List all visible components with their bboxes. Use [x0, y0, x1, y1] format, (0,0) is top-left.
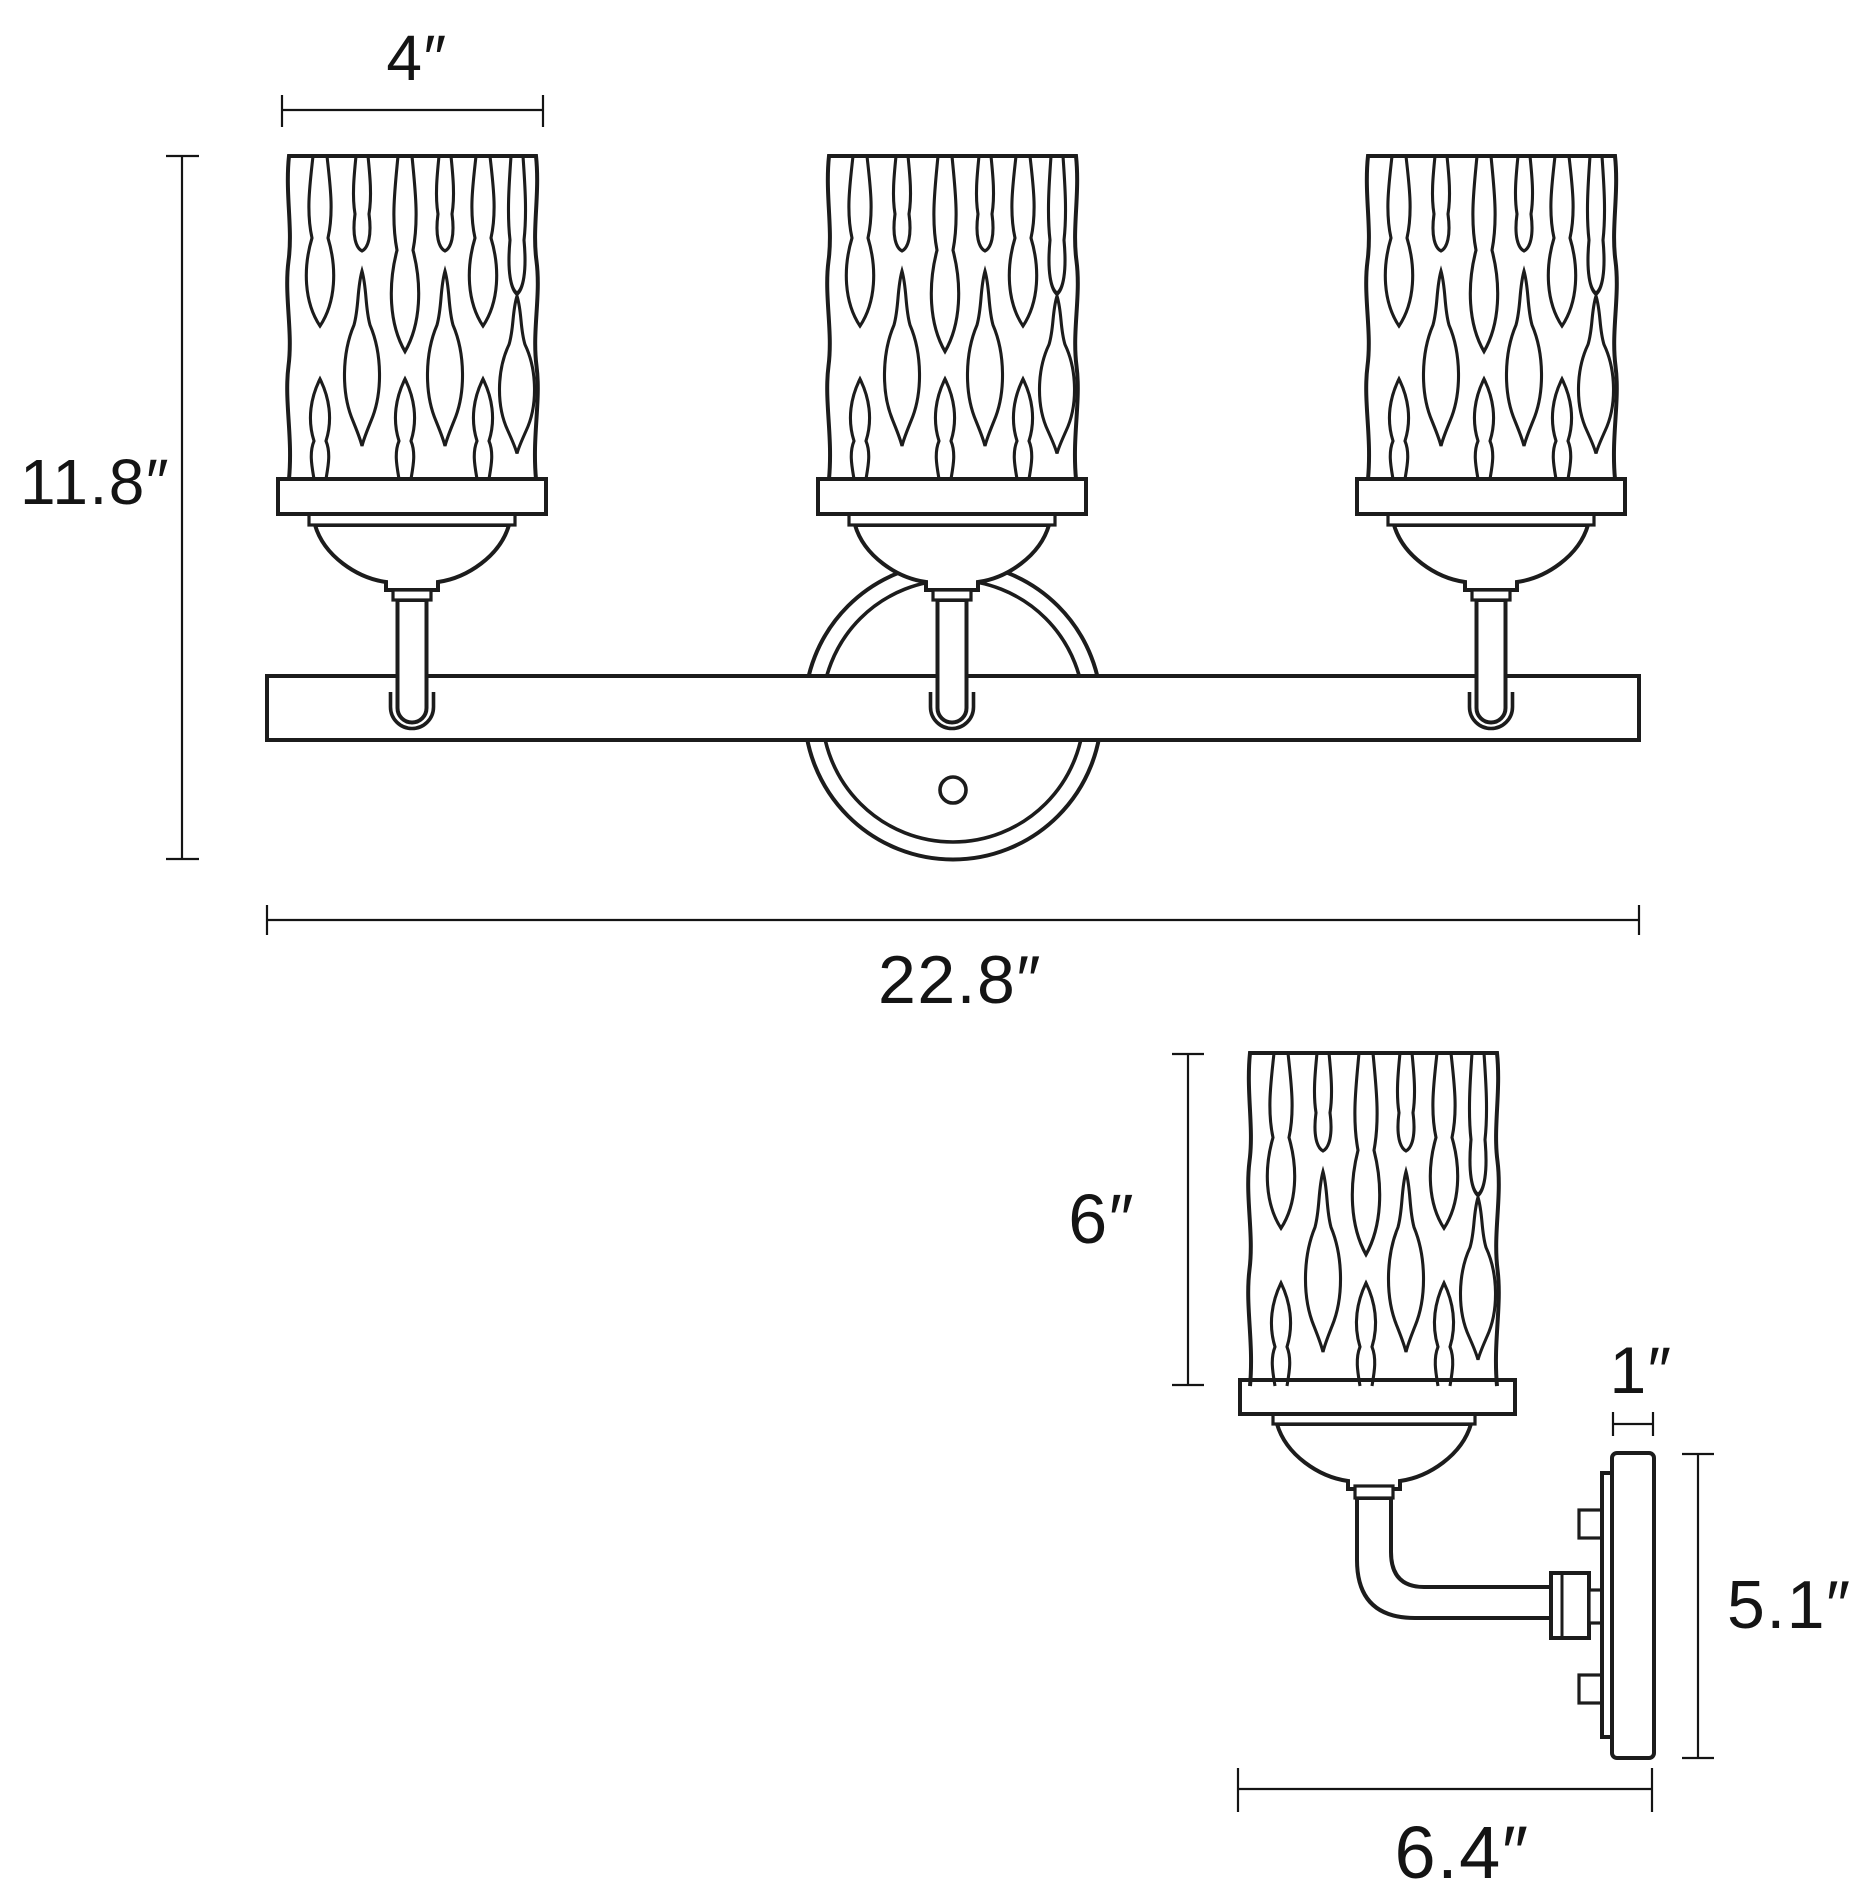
arm-knuckle — [1549, 1571, 1591, 1640]
side-view: 6″ 1″ 5.1″ 6.4″ — [1068, 1052, 1852, 1894]
curved-arm — [1355, 1496, 1555, 1620]
shade-holder-plate — [276, 477, 548, 516]
dim-label-overall-height: 11.8″ — [20, 446, 170, 518]
stem-loop — [1467, 692, 1515, 731]
front-light-left — [276, 156, 548, 731]
shade-holder-plate — [1355, 477, 1627, 516]
dim-overall-width: 22.8″ — [265, 905, 1641, 1018]
dim-label-backplate-height: 5.1″ — [1727, 1567, 1852, 1643]
dim-label-extension-depth: 6.4″ — [1394, 1811, 1529, 1894]
stem-nipple — [931, 588, 973, 602]
dim-shade-width: 4″ — [280, 22, 545, 127]
dim-label-shade-width: 4″ — [386, 22, 447, 94]
dim-backplate-depth: 1″ — [1609, 1333, 1672, 1436]
dim-backplate-height: 5.1″ — [1682, 1452, 1852, 1760]
mounting-tab-bottom — [1577, 1673, 1605, 1705]
dim-extension-depth: 6.4″ — [1236, 1768, 1654, 1894]
stem-loop — [388, 692, 436, 731]
stem-nipple — [1470, 588, 1512, 602]
stem — [1474, 598, 1508, 725]
dim-label-overall-width: 22.8″ — [878, 942, 1042, 1018]
mounting-tab-top — [1577, 1508, 1605, 1540]
front-view: 4″ 11.8″ 22.8″ — [20, 22, 1641, 1018]
dim-label-shade-height: 6″ — [1068, 1180, 1135, 1258]
stem-nipple — [391, 588, 433, 602]
stem — [395, 598, 429, 725]
stem-loop — [928, 692, 976, 731]
dim-label-backplate-depth: 1″ — [1609, 1333, 1672, 1407]
shade-holder-plate-side — [1238, 1378, 1517, 1416]
textured-shade-side — [1248, 1053, 1499, 1386]
dim-shade-height: 6″ — [1068, 1052, 1204, 1387]
front-light-right — [1355, 156, 1627, 731]
stem-nipple-side — [1353, 1484, 1395, 1500]
stem — [935, 598, 969, 725]
dim-overall-height: 11.8″ — [20, 154, 199, 861]
front-light-center — [816, 156, 1088, 731]
wall-plate-canopy — [1610, 1451, 1656, 1760]
shade-holder-plate — [816, 477, 1088, 516]
backplate-screw-hole — [938, 775, 968, 805]
